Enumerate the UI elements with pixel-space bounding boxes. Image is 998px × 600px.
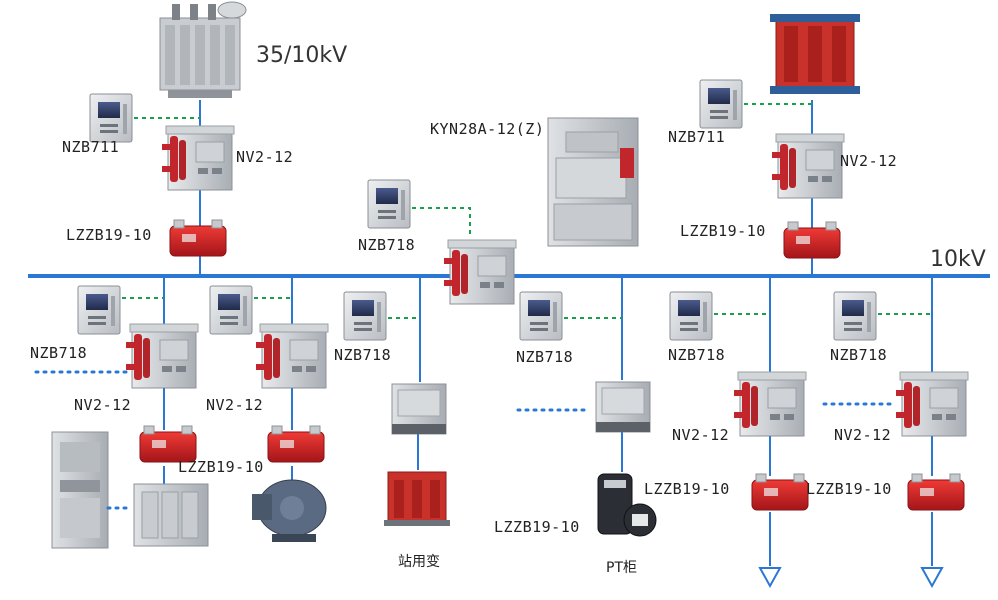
bus-tie: NZB718 bbox=[358, 179, 517, 305]
protection-relay-icon bbox=[367, 179, 411, 229]
relay-model-label: NZB718 bbox=[358, 236, 415, 254]
current-transformer-icon bbox=[267, 425, 325, 463]
pt-cabinet-label: PT柜 bbox=[606, 560, 637, 576]
relay-model-label: NZB711 bbox=[62, 138, 119, 156]
oil-transformer-icon bbox=[159, 1, 247, 98]
feeder-3: NZB718 站用变 bbox=[334, 276, 450, 570]
feeder-2: NV2-12 LZZB19-10 bbox=[178, 276, 329, 542]
relay-model-label: NZB718 bbox=[668, 346, 725, 364]
current-transformer-icon bbox=[907, 473, 965, 511]
ct-model-label: LZZB19-10 bbox=[806, 480, 892, 498]
protection-relay-icon bbox=[699, 79, 743, 129]
breaker-model-label: NV2-12 bbox=[672, 426, 729, 444]
feeder-1: NZB718 NV2-12 bbox=[30, 276, 209, 549]
switchgear-cabinet-icon bbox=[51, 431, 209, 549]
protection-relay-icon bbox=[209, 285, 253, 335]
incomer-left: 35/10kV NZB711 NV2-12 LZZB19-10 bbox=[62, 1, 347, 276]
breaker-model-label: NV2-12 bbox=[834, 426, 891, 444]
ct-model-label: LZZB19-10 bbox=[644, 480, 730, 498]
load-arrow-icon bbox=[758, 567, 782, 589]
motor-icon bbox=[252, 479, 327, 542]
feeder-6: NZB718 NV2-12 LZZB19-10 bbox=[806, 276, 969, 589]
vacuum-breaker-icon bbox=[125, 323, 199, 389]
station-transformer-label: 站用变 bbox=[398, 554, 440, 570]
bus-voltage-label: 10kV bbox=[930, 247, 986, 272]
relay-model-label: NZB718 bbox=[830, 346, 887, 364]
dry-transformer-icon bbox=[384, 471, 450, 526]
protection-relay-icon bbox=[669, 291, 713, 341]
feeder-4: NZB718 LZZB19-10 PT柜 bbox=[494, 276, 657, 576]
vacuum-breaker-icon bbox=[443, 239, 517, 305]
ct-model-label: LZZB19-10 bbox=[680, 222, 766, 240]
dry-transformer-icon bbox=[770, 14, 860, 94]
incomer-right: NZB711 NV2-12 LZZB19-10 bbox=[668, 14, 897, 276]
ct-model-label: LZZB19-10 bbox=[178, 458, 264, 476]
protection-relay-icon bbox=[343, 291, 387, 341]
vacuum-breaker-icon bbox=[161, 125, 235, 191]
current-transformer-icon bbox=[751, 473, 809, 511]
protection-relay-icon bbox=[519, 291, 563, 341]
transformer-voltage-label: 35/10kV bbox=[256, 43, 347, 68]
breaker-model-label: NV2-12 bbox=[74, 396, 131, 414]
current-transformer-icon bbox=[169, 219, 227, 257]
current-transformer-icon bbox=[139, 425, 197, 463]
ct-model-label: LZZB19-10 bbox=[66, 226, 152, 244]
relay-model-label: NZB718 bbox=[30, 344, 87, 362]
breaker-model-label: NV2-12 bbox=[236, 148, 293, 166]
pt-icon bbox=[597, 473, 657, 537]
vacuum-breaker-icon bbox=[733, 371, 807, 437]
vacuum-breaker-icon bbox=[255, 323, 329, 389]
vacuum-breaker-icon bbox=[895, 371, 969, 437]
load-arrow-icon bbox=[920, 567, 944, 589]
breaker-model-label: NV2-12 bbox=[840, 152, 897, 170]
relay-model-label: NZB718 bbox=[334, 346, 391, 364]
protection-relay-icon bbox=[77, 285, 121, 335]
vacuum-breaker-icon bbox=[771, 133, 845, 199]
protection-relay-icon bbox=[833, 291, 877, 341]
protection-relay-icon bbox=[89, 93, 133, 143]
relay-model-label: NZB718 bbox=[516, 348, 573, 366]
relay-model-label: NZB711 bbox=[668, 128, 725, 146]
withdrawable-breaker-icon bbox=[391, 383, 447, 435]
withdrawable-breaker-icon bbox=[595, 381, 651, 433]
feeder-5: NZB718 NV2-12 LZZB19-10 bbox=[644, 276, 894, 589]
switchgear-cabinet-icon bbox=[547, 117, 639, 247]
cabinet-model-label: KYN28A-12(Z) bbox=[430, 120, 544, 138]
ct-model-label: LZZB19-10 bbox=[494, 518, 580, 536]
breaker-model-label: NV2-12 bbox=[206, 396, 263, 414]
